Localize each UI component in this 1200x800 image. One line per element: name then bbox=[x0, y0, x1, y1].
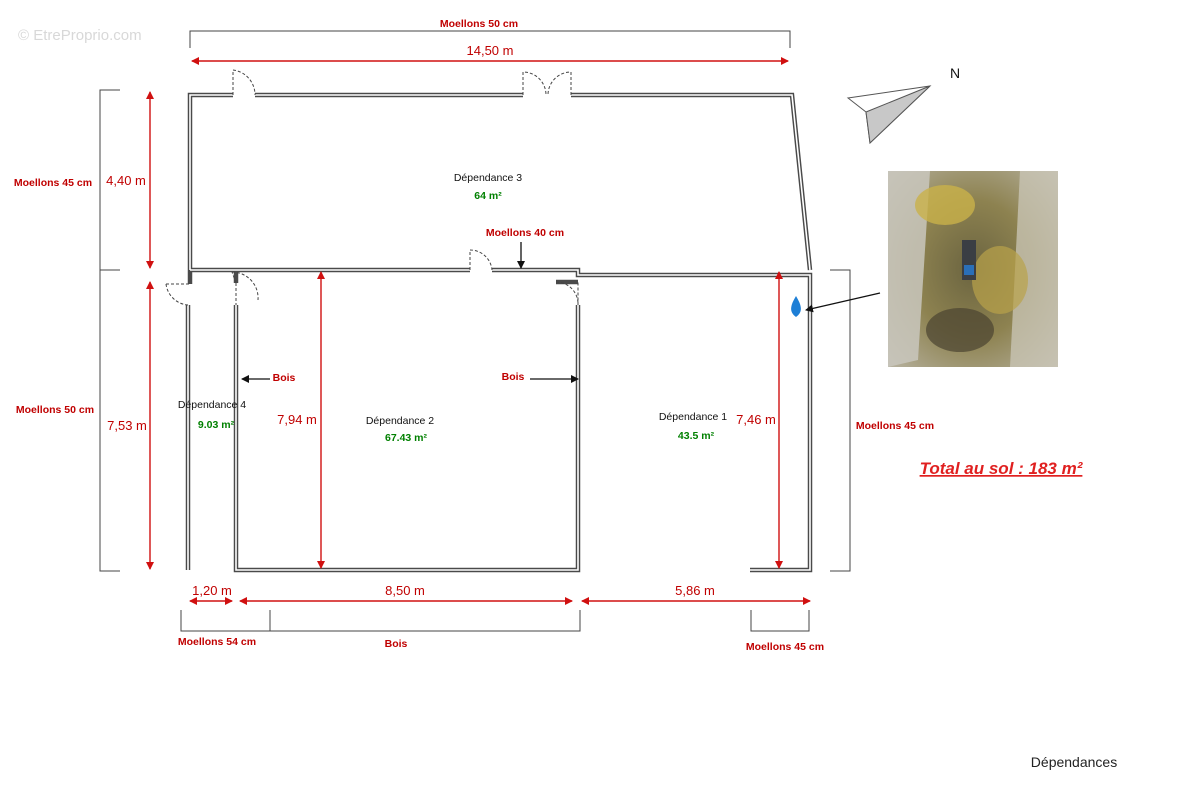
photo-pointer-arrow bbox=[805, 292, 881, 313]
meter-photo bbox=[888, 171, 1058, 367]
left-bracket bbox=[99, 89, 120, 572]
page-title: Dépendances bbox=[1031, 754, 1117, 770]
dim-bottom-middle: 8,50 m bbox=[385, 583, 425, 598]
room-name-dep2: Dépendance 2 bbox=[366, 415, 434, 427]
watermark: © EtreProprio.com bbox=[18, 27, 142, 44]
room-name-dep3: Dépendance 3 bbox=[454, 172, 522, 184]
material-inner-left: Bois bbox=[273, 372, 296, 384]
material-inner-right: Bois bbox=[502, 371, 525, 383]
room-area-dep2: 67.43 m² bbox=[385, 432, 428, 444]
material-right: Moellons 45 cm bbox=[856, 420, 934, 432]
door-dep2-right bbox=[555, 281, 579, 306]
dim-top-width: 14,50 m bbox=[467, 43, 514, 58]
door-dep4-left bbox=[165, 283, 190, 306]
material-middle-wall: Moellons 40 cm bbox=[486, 227, 564, 239]
material-bottom-right: Moellons 45 cm bbox=[746, 641, 824, 653]
compass-arrow-icon bbox=[846, 85, 932, 145]
material-left-upper: Moellons 45 cm bbox=[14, 177, 92, 189]
door-middle bbox=[469, 249, 493, 271]
room-area-dep4: 9.03 m² bbox=[198, 419, 235, 431]
wall-upper-top-2 bbox=[571, 92, 813, 271]
room-name-dep4: Dépendance 4 bbox=[178, 399, 246, 411]
wall-upper-left bbox=[187, 92, 233, 270]
top-bracket bbox=[189, 30, 791, 48]
water-drop-icon bbox=[791, 296, 801, 317]
dim-upper-height: 4,40 m bbox=[106, 173, 146, 188]
door-dep2-left bbox=[231, 271, 259, 305]
total-area: Total au sol : 183 m² bbox=[920, 459, 1084, 478]
dimension-lines bbox=[99, 30, 881, 632]
door-top-mid-b bbox=[547, 71, 572, 96]
room-area-dep1: 43.5 m² bbox=[678, 430, 715, 442]
bottom-bracket-left bbox=[180, 610, 581, 632]
room-area-dep3: 64 m² bbox=[474, 190, 502, 202]
dim-dep1-height: 7,46 m bbox=[736, 412, 776, 427]
material-top: Moellons 50 cm bbox=[440, 18, 518, 30]
dim-lower-height: 7,53 m bbox=[107, 418, 147, 433]
door-top-mid-a bbox=[522, 71, 547, 96]
material-bottom-left: Moellons 54 cm bbox=[178, 636, 256, 648]
dim-bottom-right: 5,86 m bbox=[675, 583, 715, 598]
material-bottom-middle: Bois bbox=[385, 638, 408, 650]
dim-dep2-height: 7,94 m bbox=[277, 412, 317, 427]
right-bracket bbox=[830, 269, 851, 572]
material-left-lower: Moellons 50 cm bbox=[16, 404, 94, 416]
bottom-bracket-right bbox=[750, 610, 810, 632]
door-top-left bbox=[232, 69, 256, 96]
doors bbox=[165, 69, 579, 306]
north-label: N bbox=[950, 65, 960, 81]
walls bbox=[185, 92, 813, 573]
dim-bottom-left: 1,20 m bbox=[192, 583, 232, 598]
room-name-dep1: Dépendance 1 bbox=[659, 411, 727, 423]
